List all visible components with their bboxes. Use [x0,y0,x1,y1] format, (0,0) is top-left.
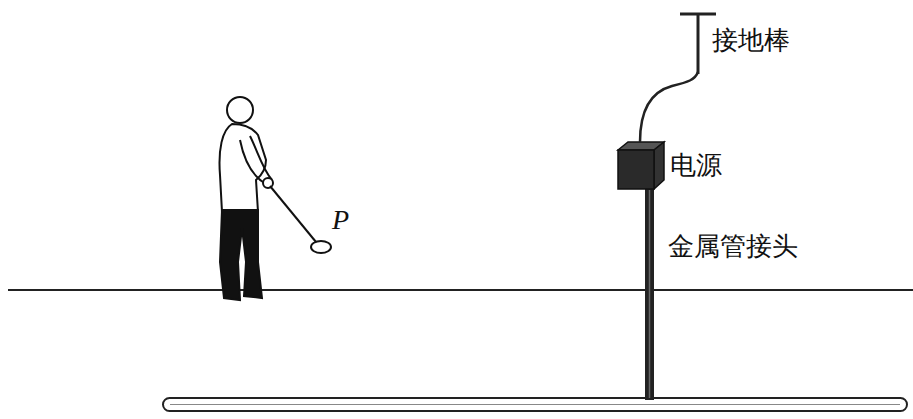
metal-pipe [163,398,907,411]
power-box [618,150,654,189]
ground-line [8,289,913,291]
part-label: 金属管接头 [668,232,798,261]
pipe-shade [170,404,900,405]
wire [640,72,698,142]
pipe-joint [645,186,654,400]
pipe-joint-shade [649,190,651,398]
ground-rod [697,14,700,74]
point-label: P [332,205,349,236]
part-label: 接地棒 [712,26,790,55]
part-label: 电源 [670,151,722,180]
power-box-side [654,142,664,189]
person [220,97,332,300]
